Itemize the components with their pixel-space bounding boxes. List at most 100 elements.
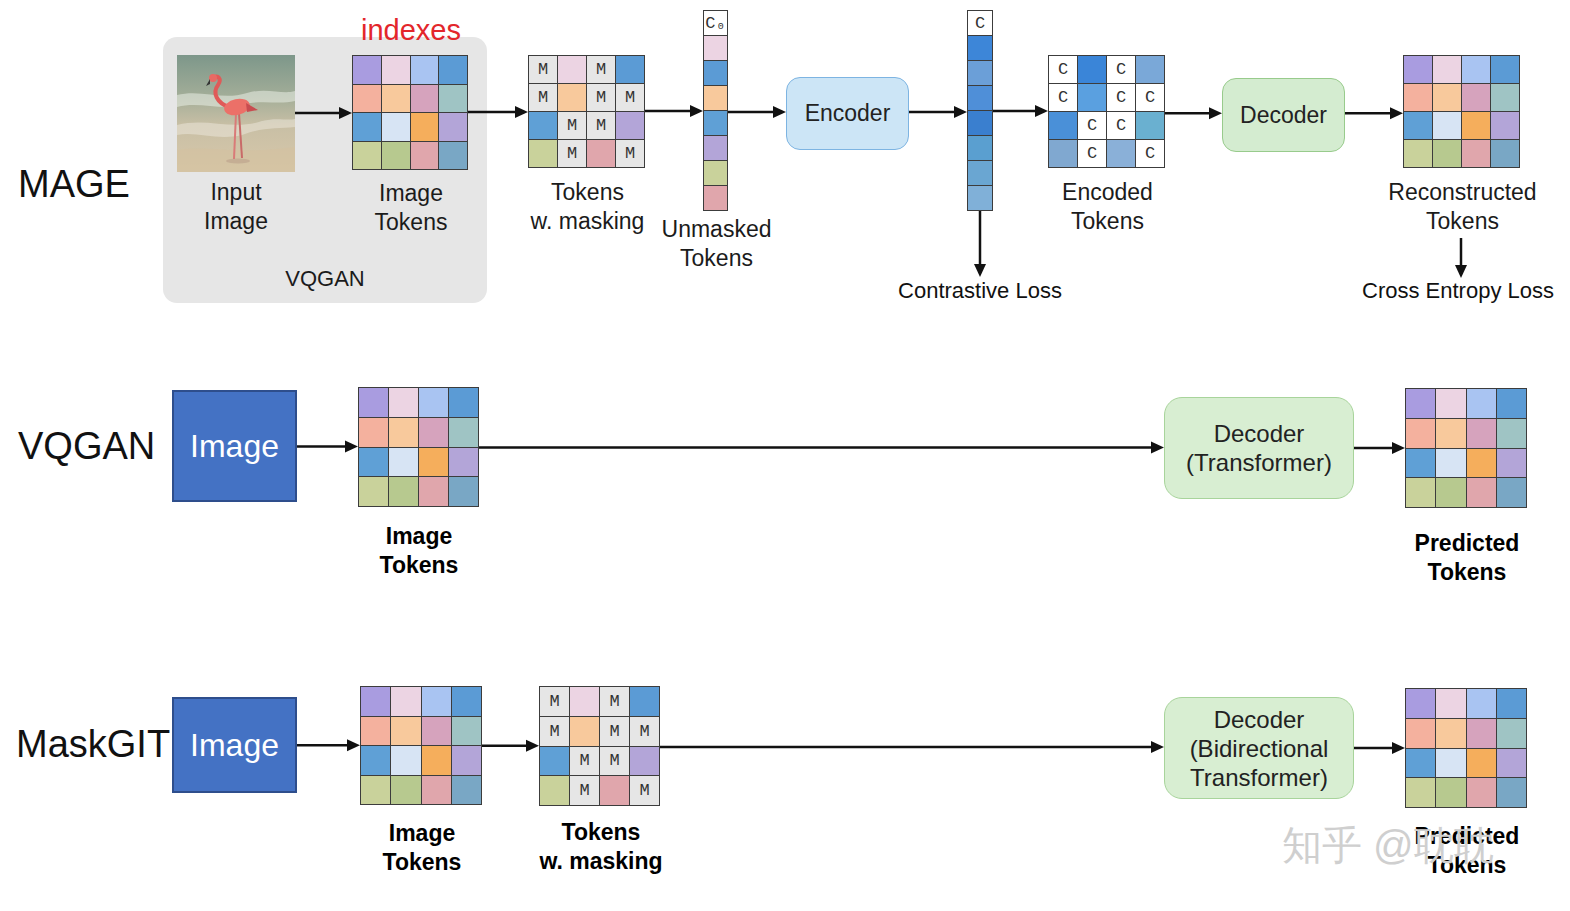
arrow-head [690, 105, 703, 117]
token-cell [1436, 778, 1465, 807]
token-cell [1436, 389, 1465, 418]
token-cell [359, 448, 388, 477]
token-cell: M [558, 140, 586, 167]
token-cell [1436, 719, 1465, 748]
contrastive-loss-arrow [974, 211, 986, 277]
token-cell: M [540, 687, 569, 716]
token-cell [1404, 112, 1432, 139]
token-cell [1467, 478, 1496, 507]
token-mark: M [609, 723, 619, 740]
flow-arrow [660, 741, 1164, 753]
token-cell [1406, 778, 1435, 807]
flow-arrow [297, 739, 360, 751]
caption: Image Tokens [364, 522, 474, 580]
arrow-line [909, 111, 956, 114]
arrow-head [1151, 741, 1164, 753]
token-cell: M [558, 112, 586, 139]
token-cell [419, 448, 448, 477]
token-mark: C₀ [705, 15, 725, 32]
token-cell [704, 61, 727, 85]
token-cell [1136, 56, 1164, 83]
token-cell [1467, 719, 1496, 748]
token-cell: C [968, 11, 992, 35]
token-cell [1491, 140, 1519, 167]
arrow-line [1354, 447, 1394, 450]
token-cell [704, 36, 727, 60]
token-cell: M [570, 747, 599, 776]
flamingo-neck [213, 77, 229, 107]
token-cell [382, 113, 410, 141]
token-mark: M [639, 723, 649, 740]
arrow-head [1035, 105, 1048, 117]
row-title: MAGE [18, 163, 130, 207]
token-cell: M [540, 717, 569, 746]
token-cell [968, 86, 992, 110]
token-cell [1433, 56, 1461, 83]
token-cell [422, 746, 451, 775]
token-cell [630, 747, 659, 776]
token-cell [1467, 449, 1496, 478]
token-cell [968, 111, 992, 135]
token-cell [449, 388, 478, 417]
token-cell [382, 56, 410, 84]
token-cell [540, 776, 569, 805]
flow-arrow [1354, 742, 1405, 754]
arrow-head [347, 739, 360, 751]
token-cell [600, 776, 629, 805]
flow-arrow [909, 106, 967, 118]
token-mark: M [579, 782, 589, 799]
token-cell [419, 388, 448, 417]
token-cell [1491, 112, 1519, 139]
token-cell [452, 687, 481, 716]
box-label: Decoder (Transformer) [1179, 419, 1339, 477]
masked-token-grid: MMMMMMMMMTokens w. masking [539, 686, 660, 806]
token-cell [1404, 140, 1432, 167]
arrow-line [479, 446, 1153, 449]
token-mark: M [596, 61, 606, 78]
token-cell: M [570, 776, 599, 805]
token-cell [1406, 478, 1435, 507]
token-cell [1107, 140, 1135, 167]
arrow-head [954, 106, 967, 118]
token-cell [411, 85, 439, 113]
token-cell [439, 56, 467, 84]
token-cell [353, 56, 381, 84]
token-cell: M [616, 140, 644, 167]
token-cell [1467, 389, 1496, 418]
masked-token-grid: MMMMMMMMMTokens w. masking [528, 55, 645, 168]
token-cell [439, 142, 467, 170]
wrap-spacer [526, 818, 554, 847]
token-column: C₀Unmasked Tokens [703, 10, 728, 211]
token-mark: M [596, 89, 606, 106]
token-cell [1462, 84, 1490, 111]
token-cell [630, 687, 659, 716]
token-cell [1497, 389, 1526, 418]
token-cell [570, 717, 599, 746]
loss-label: Contrastive Loss [880, 278, 1080, 303]
flow-arrow [728, 106, 786, 118]
token-cell [361, 776, 390, 805]
token-mark: C [1116, 61, 1126, 78]
token-mark: M [596, 117, 606, 134]
token-cell [704, 136, 727, 160]
token-cell [359, 388, 388, 417]
arrow-head [515, 106, 528, 118]
token-cell [391, 776, 420, 805]
flow-arrow [468, 106, 528, 118]
reconstructed-token-grid: Reconstructed Tokens [1403, 55, 1520, 168]
token-cell [616, 56, 644, 83]
flamingo-body [223, 96, 252, 117]
flow-arrow [1165, 107, 1222, 119]
token-cell [1404, 56, 1432, 83]
cross-entropy-arrow [1455, 238, 1467, 278]
encoded-token-column: C [967, 10, 993, 211]
token-mark: C [1087, 117, 1097, 134]
decoder-box: Decoder (Bidirectional Transformer) [1164, 697, 1354, 799]
token-cell [1497, 719, 1526, 748]
token-cell: M [616, 84, 644, 111]
token-cell [1497, 749, 1526, 778]
arrow-head [1390, 107, 1403, 119]
token-cell [439, 85, 467, 113]
token-cell [353, 142, 381, 170]
arrow-head [974, 264, 986, 277]
